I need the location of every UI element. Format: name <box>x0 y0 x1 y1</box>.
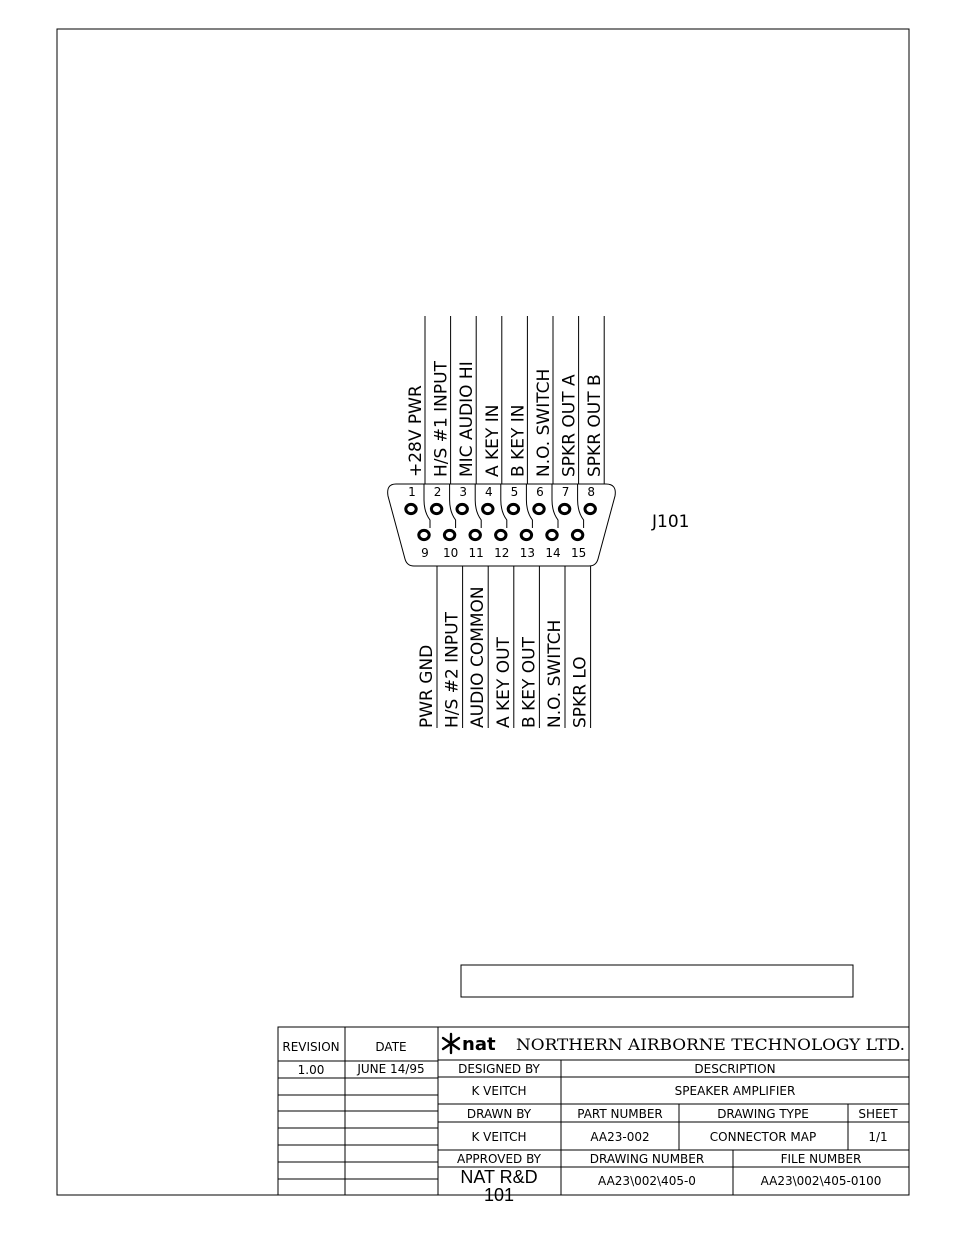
pin-number-4: 4 <box>485 485 493 499</box>
pin-number-12: 12 <box>494 546 509 560</box>
pin-label-9: PWR GND <box>417 645 437 728</box>
date-value: JUNE 14/95 <box>356 1062 424 1076</box>
drawn-by-value: K VEITCH <box>471 1130 526 1144</box>
pin-number-11: 11 <box>469 546 484 560</box>
bottom-pin-wires <box>436 566 592 728</box>
description-header: DESCRIPTION <box>694 1062 775 1076</box>
note-box <box>460 964 854 998</box>
pin-12 <box>494 528 508 542</box>
pin-label-5: B KEY IN <box>508 405 528 477</box>
pin-separator-3 <box>474 484 482 528</box>
pin-label-7: SPKR OUT A <box>560 374 580 477</box>
part-number-header: PART NUMBER <box>577 1107 663 1121</box>
pin-6 <box>532 502 546 516</box>
pin-separator-2 <box>449 484 457 528</box>
nat-logo: nat <box>441 1032 496 1055</box>
description-value: SPEAKER AMPLIFIER <box>675 1084 796 1098</box>
pin-13 <box>519 528 534 542</box>
pin-label-3: MIC AUDIO HI <box>457 361 477 477</box>
pin-10 <box>442 528 457 542</box>
revision-header: REVISION <box>282 1040 339 1054</box>
drawing-type-value: CONNECTOR MAP <box>710 1130 816 1144</box>
pin-label-13: B KEY OUT <box>519 636 539 728</box>
pin-label-15: SPKR LO <box>571 656 591 728</box>
pin-3 <box>455 502 469 516</box>
pin-label-11: AUDIO COMMON <box>468 586 488 728</box>
approved-by-line1: NAT R&D <box>460 1167 537 1187</box>
connector-designator: J101 <box>651 512 689 532</box>
pin-number-2: 2 <box>434 485 442 499</box>
logo-text: nat <box>462 1034 496 1055</box>
approved-by-line2: 101 <box>484 1185 514 1205</box>
pin-separator-1 <box>423 484 431 528</box>
pin-number-10: 10 <box>443 546 458 560</box>
dsub-shell-outline <box>387 483 616 567</box>
pin-4 <box>481 502 495 516</box>
pin-separator-6 <box>551 484 559 528</box>
pin-15 <box>570 528 585 542</box>
title-block: REVISION DATE 1.00 JUNE 14/95 nat NORTHE… <box>277 1026 910 1205</box>
designed-by-value: K VEITCH <box>471 1084 526 1098</box>
pin-label-8: SPKR OUT B <box>585 374 605 477</box>
drawing-number-value: AA23\002\405-0 <box>598 1174 696 1188</box>
pin-separator-4 <box>500 484 508 528</box>
pin-number-1: 1 <box>408 485 416 499</box>
pin-number-9: 9 <box>421 546 429 560</box>
approved-by-header: APPROVED BY <box>457 1152 542 1166</box>
pin-number-14: 14 <box>545 546 560 560</box>
pin-2 <box>429 502 444 516</box>
date-header: DATE <box>375 1040 406 1054</box>
pin-number-5: 5 <box>511 485 519 499</box>
drawing-number-header: DRAWING NUMBER <box>590 1152 704 1166</box>
designed-by-header: DESIGNED BY <box>458 1062 540 1076</box>
pin-11 <box>468 528 482 542</box>
pin-number-7: 7 <box>562 485 570 499</box>
asterisk-icon <box>441 1032 461 1055</box>
sheet-header: SHEET <box>858 1107 898 1121</box>
file-number-header: FILE NUMBER <box>781 1152 862 1166</box>
pin-separator-5 <box>525 484 533 528</box>
part-number-value: AA23-002 <box>590 1130 649 1144</box>
drawing-type-header: DRAWING TYPE <box>717 1107 809 1121</box>
pin-number-15: 15 <box>571 546 586 560</box>
pin-number-3: 3 <box>459 485 467 499</box>
pin-label-12: A KEY OUT <box>494 636 514 728</box>
pin-14 <box>545 528 559 542</box>
pin-label-2: H/S #1 INPUT <box>432 360 452 477</box>
pin-1 <box>404 502 418 516</box>
pin-number-8: 8 <box>587 485 595 499</box>
pin-number-6: 6 <box>536 485 544 499</box>
top-pin-wires <box>423 316 605 528</box>
revision-value: 1.00 <box>298 1063 325 1077</box>
pin-7 <box>557 502 572 516</box>
pin-label-4: A KEY IN <box>483 405 503 477</box>
pin-label-10: H/S #2 INPUT <box>443 611 463 728</box>
drawn-by-header: DRAWN BY <box>467 1107 532 1121</box>
sheet-value: 1/1 <box>868 1130 887 1144</box>
file-number-value: AA23\002\405-0100 <box>761 1174 882 1188</box>
pin-9 <box>417 528 431 542</box>
pin-number-13: 13 <box>520 546 535 560</box>
pin-label-1: +28V PWR <box>406 385 426 477</box>
pin-separator-7 <box>577 484 585 528</box>
pin-8 <box>583 502 597 516</box>
company-name: NORTHERN AIRBORNE TECHNOLOGY LTD. <box>516 1035 905 1054</box>
pin-label-14: N.O. SWITCH <box>545 620 565 728</box>
pin-5 <box>506 502 521 516</box>
pin-label-6: N.O. SWITCH <box>534 369 554 477</box>
